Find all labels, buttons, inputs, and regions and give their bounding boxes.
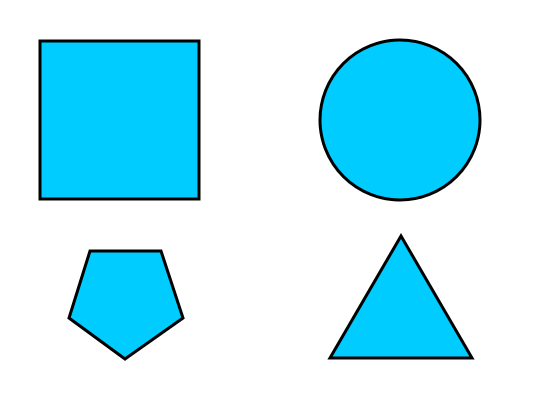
square-shape bbox=[38, 39, 201, 201]
circle-shape bbox=[318, 38, 482, 202]
triangle-shape bbox=[327, 233, 475, 360]
pentagon-shape bbox=[67, 249, 185, 361]
